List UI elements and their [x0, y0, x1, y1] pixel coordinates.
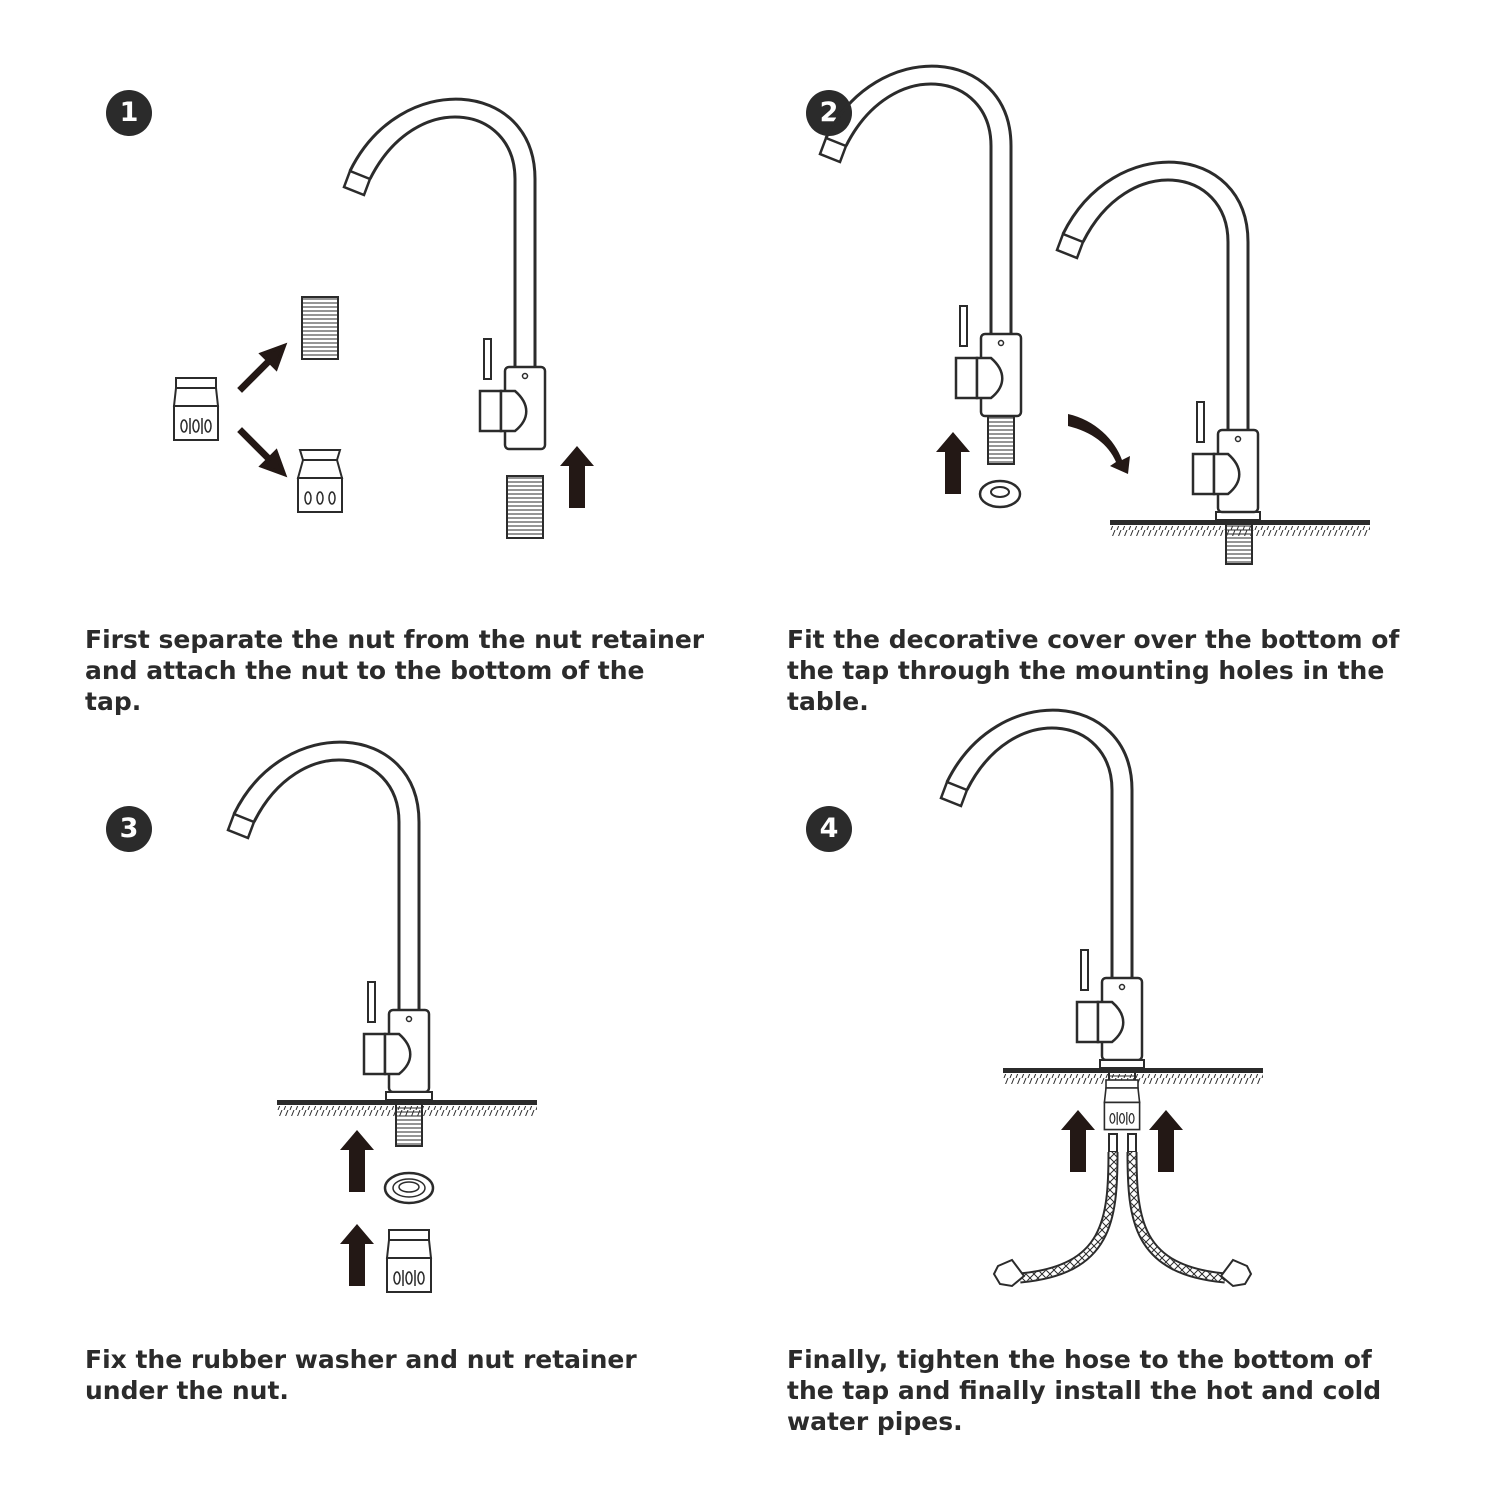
step-4-caption: Finally, tighten the hose to the bottom … — [787, 1345, 1382, 1436]
hose-icon — [992, 1133, 1119, 1288]
faucet-icon — [1055, 160, 1260, 514]
arrow-up-icon — [560, 446, 594, 508]
nut-retainer-icon — [1103, 1079, 1141, 1131]
step-4-illustration — [939, 708, 1263, 1288]
step-2-illustration — [818, 64, 1370, 565]
step-4-badge: 4 — [806, 806, 852, 852]
step-3-caption: Fix the rubber washer and nut retainer u… — [85, 1345, 637, 1405]
step-1-badge: 1 — [106, 90, 152, 136]
step-4: 4 Finally, tighten the hose to the botto… — [750, 708, 1500, 1500]
thread-icon — [987, 415, 1015, 465]
arrow-up-right-icon — [237, 342, 288, 393]
arrow-up-icon — [1149, 1110, 1183, 1172]
faucet-icon — [342, 97, 547, 451]
nut-retainer-icon — [386, 1229, 432, 1293]
step-2-caption: Fit the decorative cover over the bottom… — [787, 625, 1400, 716]
faucet-icon — [939, 708, 1144, 1062]
nut-retainer-base-icon — [296, 449, 344, 513]
arrow-up-icon — [936, 432, 970, 494]
step-3-illustration — [226, 740, 537, 1293]
step-2: 2 Fit the decorative cover over the bott… — [750, 0, 1500, 750]
arrow-curved-icon — [1068, 414, 1130, 474]
arrow-up-icon — [1061, 1110, 1095, 1172]
step-1-illustration — [173, 97, 594, 539]
faucet-icon — [818, 64, 1023, 418]
arrow-up-icon — [340, 1130, 374, 1192]
step-1-caption: First separate the nut from the nut reta… — [85, 625, 705, 716]
step-2-badge: 2 — [806, 90, 852, 136]
nut-retainer-icon — [173, 377, 219, 441]
arrow-up-icon — [340, 1224, 374, 1286]
nut-icon — [301, 296, 339, 360]
arrow-down-right-icon — [237, 427, 288, 478]
step-3: 3 Fix the rubber washer and nut retainer… — [0, 740, 750, 1500]
hose-icon — [1126, 1133, 1253, 1288]
step-3-badge: 3 — [106, 806, 152, 852]
rubber-washer-icon — [383, 1171, 435, 1205]
nut-icon — [506, 475, 544, 539]
rubber-washer-icon — [978, 479, 1022, 509]
faucet-icon — [226, 740, 431, 1094]
step-1: 1 First separate the nut from the nut re… — [0, 0, 750, 750]
